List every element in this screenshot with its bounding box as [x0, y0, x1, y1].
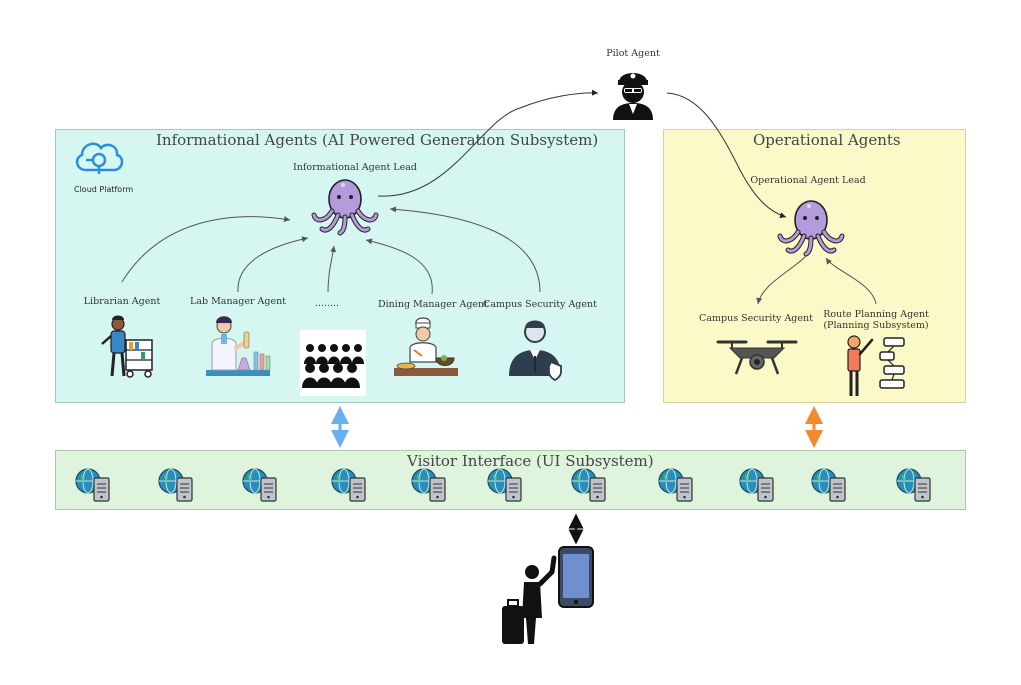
operational-lead-label: Operational Agent Lead — [750, 175, 866, 186]
globe-server-icon — [487, 468, 522, 502]
campus-security-agent-label: Campus Security Agent — [483, 299, 597, 310]
drone-icon — [716, 340, 798, 375]
visitor-interface-title: Visitor Interface (UI Subsystem) — [407, 452, 654, 470]
route-planner-icon — [847, 335, 905, 396]
security-to-info-lead-connector — [389, 206, 541, 293]
ops-lead-to-drone-connector — [756, 255, 807, 305]
librarian-agent-label: Librarian Agent — [83, 296, 161, 307]
ops-campus-security-agent-label: Campus Security Agent — [699, 313, 813, 324]
traveler-with-phone-icon — [502, 546, 594, 644]
more-agents-ellipsis: ........ — [314, 298, 340, 309]
globe-server-icon — [896, 468, 931, 502]
librarian-icon — [101, 315, 153, 378]
globe-server-icon — [739, 468, 774, 502]
route-planning-agent-label: Route Planning Agent (Planning Subsystem… — [823, 309, 929, 331]
lab-manager-to-info-lead-connector — [237, 236, 309, 293]
cloud-platform-icon — [75, 142, 124, 174]
operational-lead-octopus-icon — [777, 200, 845, 257]
globe-server-icon — [658, 468, 693, 502]
informational-agents-title: Informational Agents (AI Powered Generat… — [156, 131, 599, 149]
globe-server-icon — [571, 468, 606, 502]
informational-lead-octopus-icon — [311, 179, 379, 236]
operational-agents-panel — [663, 129, 966, 403]
pilot-agent-label: Pilot Agent — [606, 48, 660, 59]
dining-manager-agent-label: Dining Manager Agent — [378, 299, 488, 310]
globe-server-icon — [158, 468, 193, 502]
operational-agents-title: Operational Agents — [753, 131, 901, 149]
lab-manager-agent-label: Lab Manager Agent — [189, 296, 287, 307]
globe-server-icon — [411, 468, 446, 502]
chef-icon — [394, 317, 458, 376]
informational-lead-label: Informational Agent Lead — [293, 162, 417, 173]
dining-to-info-lead-connector — [365, 238, 433, 295]
globe-server-icon — [75, 468, 110, 502]
lab-scientist-icon — [206, 316, 271, 376]
librarian-to-info-lead-connector — [121, 216, 291, 283]
route-planner-to-ops-lead-connector — [825, 257, 877, 305]
globe-server-icon — [811, 468, 846, 502]
pilot-to-ops-lead-connector — [666, 92, 787, 219]
pilot-icon — [601, 60, 665, 124]
globe-server-icon — [242, 468, 277, 502]
info-lead-to-pilot-connector — [377, 89, 599, 197]
security-officer-icon — [509, 320, 562, 382]
ellipsis-to-info-lead-connector — [327, 245, 337, 293]
cloud-platform-label: Cloud Platform — [74, 185, 134, 194]
globe-server-icon — [331, 468, 366, 502]
crowd-icon — [300, 330, 366, 396]
